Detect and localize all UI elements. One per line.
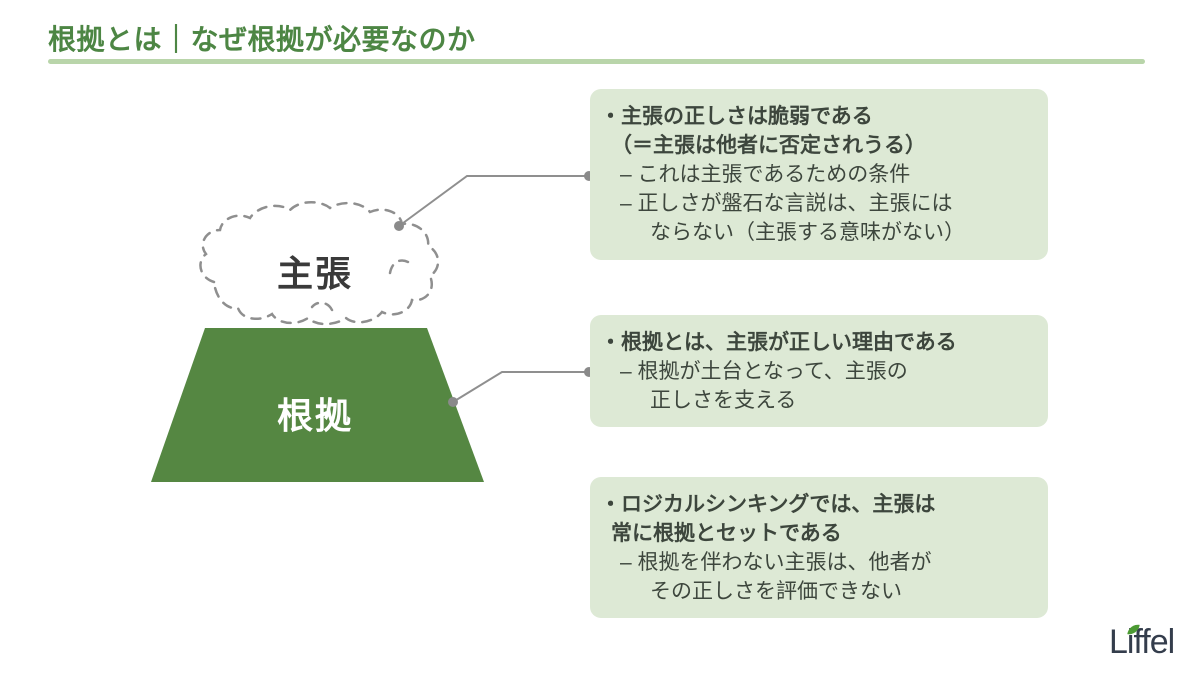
box-line: その正しさを評価できない	[650, 580, 902, 603]
liffel-logo-text: Liffel	[1109, 623, 1175, 661]
box-line: – 正しさが盤石な言説は、主張には	[620, 192, 953, 215]
liffel-logo: Liffel	[1109, 623, 1175, 665]
evidence-shape-label: 根拠	[276, 395, 353, 436]
note-box-logical-thinking: ・ロジカルシンキングでは、主張は 常に根拠とセットである – 根拠を伴わない主張…	[590, 477, 1048, 618]
connector-evidence-to-box2	[452, 371, 589, 403]
box-line: – これは主張であるための条件	[620, 163, 911, 186]
page-title: 根拠とは｜なぜ根拠が必要なのか	[48, 24, 476, 55]
box-line: （＝主張は他者に否定されうる）	[611, 134, 926, 157]
connector-dot	[448, 397, 458, 407]
box-line: 正しさを支える	[650, 389, 797, 412]
note-box-evidence-definition: ・根拠とは、主張が正しい理由である – 根拠が土台となって、主張の 正しさを支え…	[590, 315, 1048, 427]
evidence-trapezoid-shape	[151, 328, 484, 482]
cloud-cusp-bottom	[310, 301, 334, 312]
connector-dot	[394, 221, 404, 231]
box-line: – 根拠を伴わない主張は、他者が	[620, 551, 932, 574]
box-line: ・主張の正しさは脆弱である	[600, 105, 873, 128]
claim-shape-label: 主張	[276, 253, 353, 294]
box-line: – 根拠が土台となって、主張の	[620, 360, 908, 383]
box-line: ・ロジカルシンキングでは、主張は	[600, 493, 936, 516]
box-line: ならない（主張する意味がない）	[650, 221, 965, 244]
box-line: ・根拠とは、主張が正しい理由である	[600, 331, 957, 354]
connector-claim-to-box1	[398, 175, 589, 227]
cloud-cusp-right	[388, 259, 410, 275]
title-underline	[48, 59, 1145, 64]
note-box-claim-fragility: ・主張の正しさは脆弱である （＝主張は他者に否定されうる） – これは主張である…	[590, 89, 1048, 260]
box-line: 常に根拠とセットである	[611, 522, 842, 545]
